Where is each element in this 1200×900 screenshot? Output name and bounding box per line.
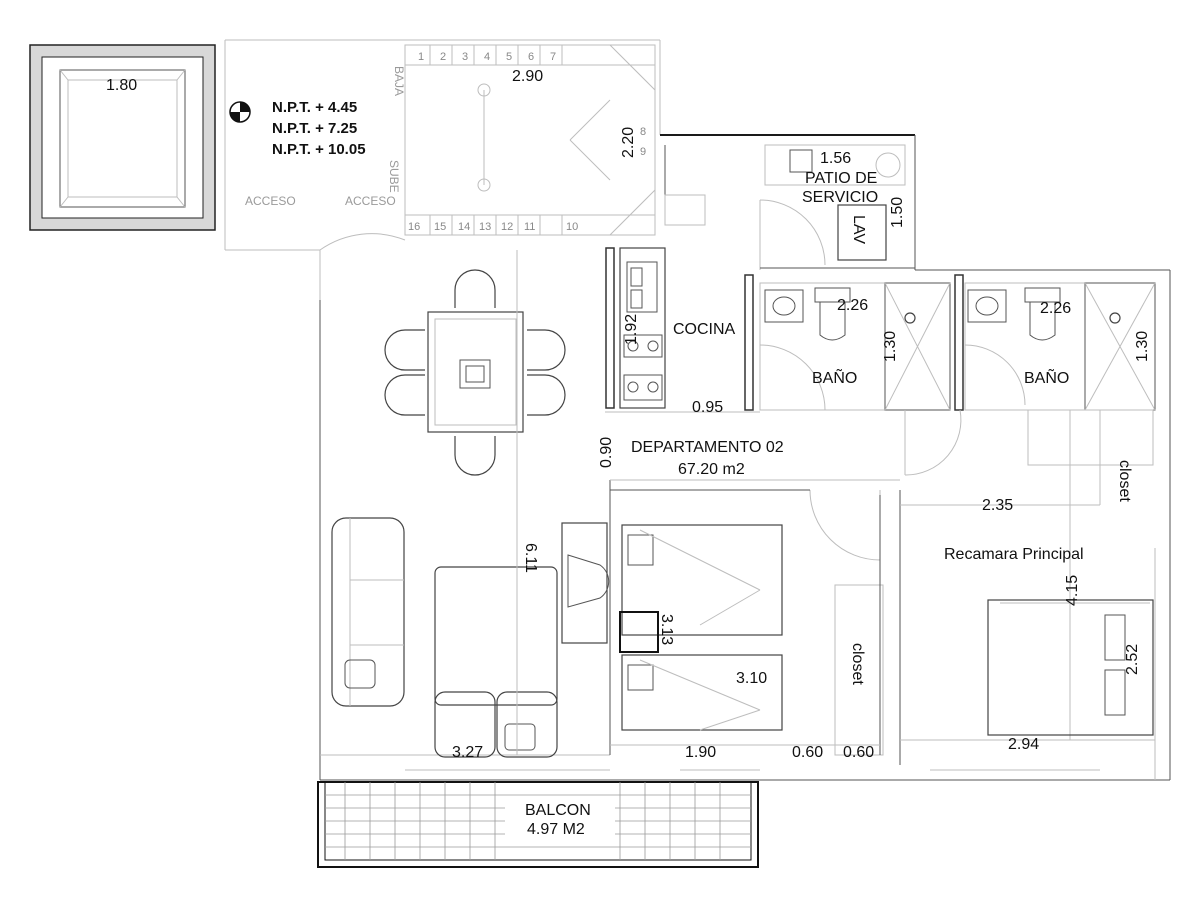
acceso-label-2: ACCESO <box>345 194 396 208</box>
stair-step-9: 9 <box>640 146 646 158</box>
stair-step-14: 14 <box>458 221 470 233</box>
kitchen <box>605 247 760 413</box>
dim-bath2-height: 1.30 <box>1134 331 1151 362</box>
stair-sube-label: SUBE <box>387 160 401 193</box>
stair-step-8: 8 <box>640 126 646 138</box>
dim-master-width: 2.35 <box>982 497 1013 514</box>
dim-kitchen-length: 1.92 <box>623 314 640 345</box>
dim-stair-width: 2.90 <box>512 68 543 85</box>
stair-step-3: 3 <box>462 51 468 63</box>
dim-patio-height: 1.50 <box>889 197 906 228</box>
stair-step-1: 1 <box>418 51 424 63</box>
kitchen-label: COCINA <box>673 321 736 338</box>
balcony-label: BALCON <box>525 802 591 819</box>
master-label: Recamara Principal <box>944 546 1084 563</box>
dim-living-width: 3.27 <box>452 744 483 761</box>
dim-master-bottom: 2.94 <box>1008 736 1039 753</box>
master-bedroom <box>899 409 1156 780</box>
stair-step-15: 15 <box>434 221 446 233</box>
dim-closet-a: 0.60 <box>792 744 823 761</box>
balcony-area: 4.97 M2 <box>527 821 585 838</box>
dim-master-height: 4.15 <box>1064 575 1081 606</box>
bathroom-1 <box>744 274 951 411</box>
balcony <box>317 781 759 868</box>
stair-step-16: 16 <box>408 221 420 233</box>
bath2-label: BAÑO <box>1024 367 1069 387</box>
bathroom-2 <box>954 274 1156 411</box>
unit-name: DEPARTAMENTO 02 <box>631 439 784 456</box>
dim-elevator: 1.80 <box>106 77 137 94</box>
dim-bedroom2-width: 3.10 <box>736 670 767 687</box>
stair-step-13: 13 <box>479 221 491 233</box>
stair-step-6: 6 <box>528 51 534 63</box>
stair-step-4: 4 <box>484 51 490 63</box>
bedroom-2 <box>610 489 884 756</box>
stair-baja-label: BAJA <box>392 66 406 96</box>
dim-bath1-width: 2.26 <box>837 297 868 314</box>
dim-bath1-height: 1.30 <box>882 331 899 362</box>
stair: 1 2 3 4 5 6 7 8 9 16 15 14 13 12 11 10 <box>404 44 656 236</box>
bath1-label: BAÑO <box>812 367 857 387</box>
dining-table <box>384 269 566 476</box>
patio-label-2: SERVICIO <box>802 189 878 206</box>
dim-closet-b: 0.60 <box>843 744 874 761</box>
stair-step-2: 2 <box>440 51 446 63</box>
patio-label-1: PATIO DE <box>805 170 877 187</box>
stair-step-12: 12 <box>501 221 513 233</box>
apartment-walls <box>319 135 1171 781</box>
dim-bath2-width: 2.26 <box>1040 300 1071 317</box>
dim-master-bed: 2.52 <box>1124 644 1141 675</box>
dim-bedroom2-height: 3.13 <box>658 614 675 645</box>
door-arcs <box>809 409 962 561</box>
patio-servicio <box>664 144 915 270</box>
stair-step-11: 11 <box>524 221 535 233</box>
closet-label-bedroom2: closet <box>849 643 866 685</box>
stair-step-5: 5 <box>506 51 512 63</box>
closet-label-master: closet <box>1116 460 1133 502</box>
level-2: N.P.T. + 7.25 <box>272 120 357 137</box>
level-marker-icon <box>229 101 251 123</box>
living-furniture <box>331 250 900 758</box>
stair-step-7: 7 <box>550 51 556 63</box>
level-1: N.P.T. + 4.45 <box>272 99 357 116</box>
lav-label: LAV <box>850 215 867 244</box>
dim-living-length: 6.11 <box>522 543 539 573</box>
dim-patio-width: 1.56 <box>820 150 851 167</box>
dim-stair-depth: 2.20 <box>620 127 637 158</box>
dim-hall-width: 0.90 <box>598 437 615 468</box>
elevator-shaft <box>29 44 216 231</box>
unit-area: 67.20 m2 <box>678 461 745 478</box>
dim-bedroom2-bottom: 1.90 <box>685 744 716 761</box>
acceso-label-1: ACCESO <box>245 194 296 208</box>
level-3: N.P.T. + 10.05 <box>272 141 366 158</box>
hallway-walls <box>224 39 915 300</box>
dim-kitchen-width: 0.95 <box>692 399 723 416</box>
stair-step-10: 10 <box>566 221 578 233</box>
